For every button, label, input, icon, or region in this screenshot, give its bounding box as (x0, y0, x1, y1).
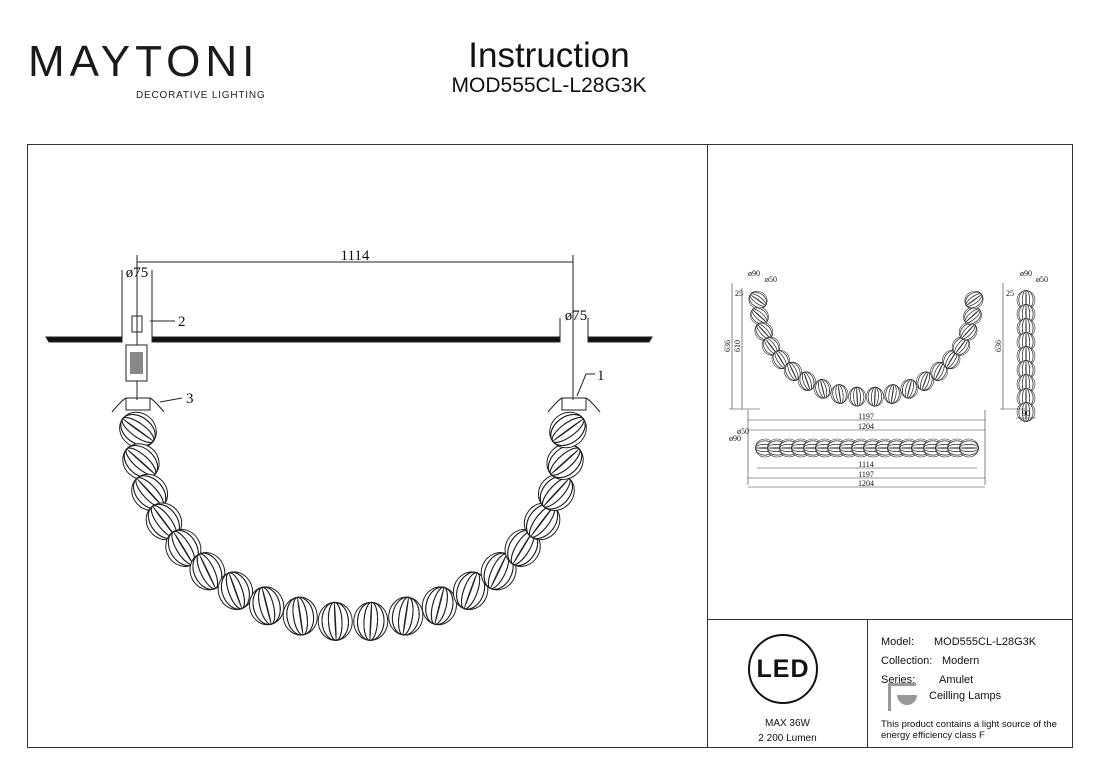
bead (916, 371, 934, 391)
canopy-right (547, 397, 601, 413)
bead (119, 411, 157, 449)
divider (867, 619, 868, 748)
bead (388, 596, 424, 636)
dim-front-d50: ø50 (765, 275, 777, 284)
bead (189, 552, 226, 591)
bead (317, 601, 353, 641)
dim-front-body: 610 (733, 340, 742, 352)
bead (750, 306, 769, 326)
dim-right-hole: ø75 (565, 308, 588, 324)
dim-top-outer: 1204 (858, 479, 874, 488)
led-label: LED (756, 654, 810, 683)
dim-top-d50: ø50 (737, 427, 749, 436)
divider (707, 619, 1073, 620)
dim-side-d90: ø90 (1020, 269, 1032, 278)
lamp-type: Ceilling Lamps (929, 690, 1002, 702)
bead (964, 290, 984, 310)
bead (848, 386, 866, 407)
bead (546, 443, 584, 481)
energy-note: This product contains a light source of … (881, 719, 1057, 741)
bead (131, 473, 169, 511)
bead (771, 350, 790, 370)
bead (963, 306, 982, 326)
bead (866, 386, 884, 407)
bead (122, 443, 160, 481)
dim-side-cap: 25 (1006, 289, 1014, 298)
bead (249, 586, 285, 626)
dim-side-height: 636 (994, 340, 1003, 352)
bead (830, 384, 849, 404)
dim-front-outer: 1204 (858, 422, 874, 431)
lumen: 2 200 Lumen (758, 733, 817, 744)
callout-1: 1 (597, 368, 605, 384)
dim-top-d90: ø90 (729, 434, 741, 443)
dim-span: 1114 (341, 248, 370, 264)
collection-label: Collection: (881, 655, 933, 667)
bead (813, 379, 832, 399)
bead (883, 384, 902, 404)
bead (282, 596, 318, 636)
bead (549, 411, 587, 449)
ceiling-lamp-icon (888, 683, 918, 713)
bead (959, 438, 979, 458)
model-label: Model: (881, 636, 915, 648)
brand-logo: MAYTONI DECORATIVE LIGHTING (28, 37, 268, 102)
max-power: MAX 36W (764, 718, 810, 729)
main-drawing: 1114 ø75 ø75 2 3 1 (45, 248, 653, 641)
dim-side-d50: ø50 (1036, 275, 1048, 284)
bead (798, 371, 816, 391)
bead (900, 379, 919, 399)
callout-3: 3 (186, 391, 194, 407)
bead (783, 361, 802, 381)
dim-left-hole: ø75 (126, 265, 149, 281)
bead (353, 601, 389, 641)
model-value: MOD555CL-L28G3K (934, 636, 1037, 648)
series-value: Amulet (939, 674, 974, 686)
document-header: Instruction MOD555CL-L28G3K (0, 38, 1098, 98)
collection-value: Modern (942, 655, 980, 667)
brand-tagline: DECORATIVE LIGHTING (136, 90, 266, 101)
bead (1016, 402, 1036, 422)
bead (145, 502, 183, 541)
bead (537, 473, 575, 511)
bead (421, 586, 457, 626)
bead (217, 571, 254, 611)
dim-side-width: 90 (1022, 409, 1030, 418)
brand-name: MAYTONI (28, 37, 260, 86)
dim-top-inner: 1197 (858, 470, 874, 479)
dim-front-inner: 1197 (858, 412, 874, 421)
bead (165, 528, 202, 567)
led-icon: LED (748, 634, 818, 704)
page-title: Instruction (468, 36, 630, 75)
canopy-left (111, 397, 165, 413)
header-model: MOD555CL-L28G3K (451, 74, 647, 97)
connector (131, 315, 143, 333)
dim-front-cap: 25 (735, 289, 743, 298)
dim-top-span: 1114 (858, 460, 873, 469)
dim-front-d90: ø90 (748, 269, 760, 278)
divider (707, 144, 708, 748)
drawing-frame (27, 144, 1073, 748)
bead (452, 571, 489, 611)
ceiling-line (45, 336, 653, 343)
dim-front-height: 636 (723, 340, 732, 352)
callout-2: 2 (178, 314, 186, 330)
bead (748, 290, 768, 310)
